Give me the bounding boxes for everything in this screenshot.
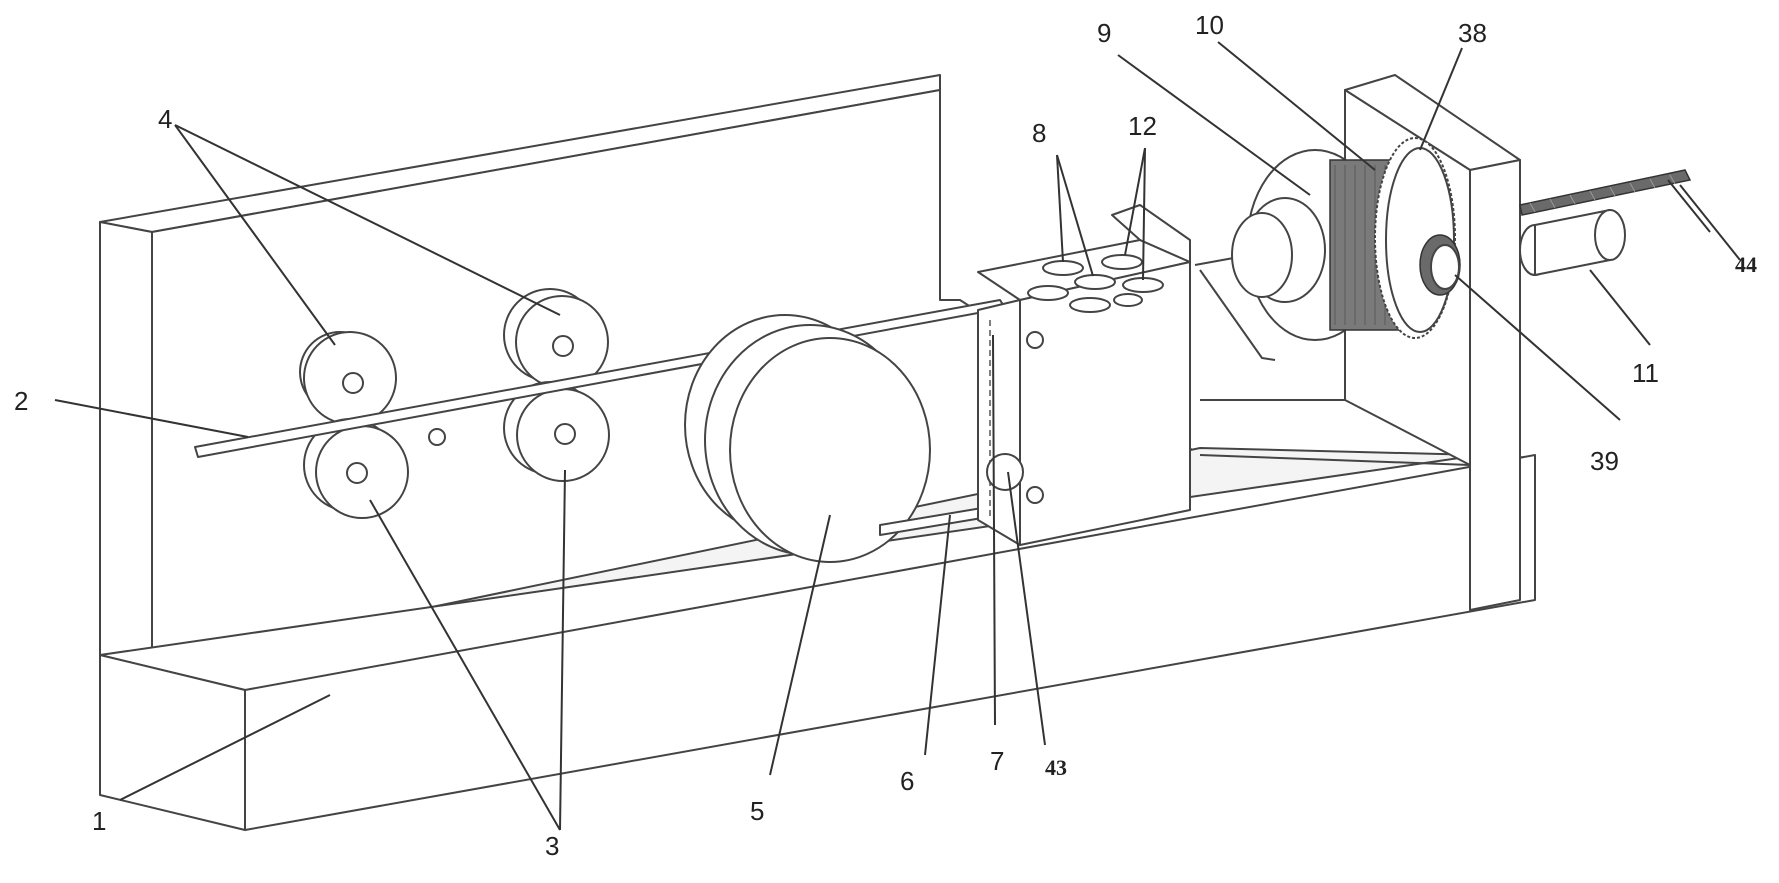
- guide-block: [977, 204, 1191, 546]
- label-7: 7: [990, 746, 1004, 776]
- label-3: 3: [545, 831, 559, 861]
- label-1: 1: [92, 806, 106, 836]
- label-5: 5: [750, 796, 764, 826]
- label-44: 44: [1735, 252, 1757, 277]
- label-12: 12: [1128, 111, 1157, 141]
- label-9: 9: [1097, 18, 1111, 48]
- label-38: 38: [1458, 18, 1487, 48]
- label-43: 43: [1045, 755, 1067, 780]
- label-4: 4: [158, 104, 172, 134]
- upper-roller-left: [299, 331, 397, 425]
- rollers: [299, 288, 610, 519]
- leader-lines: [54, 41, 1741, 831]
- label-8: 8: [1032, 118, 1046, 148]
- lower-roller-left: [303, 418, 409, 519]
- motor-screw: [1519, 169, 1692, 276]
- label-11: 11: [1632, 358, 1659, 388]
- label-39: 39: [1590, 446, 1619, 476]
- label-10: 10: [1195, 10, 1224, 40]
- part-labels: 1 2 3 4 5 6 7 8 9 10 11 12 38 39 43 44: [14, 10, 1757, 861]
- label-2: 2: [14, 386, 28, 416]
- spool-assembly: [1194, 137, 1461, 361]
- label-6: 6: [900, 766, 914, 796]
- lower-roller-right: [503, 381, 610, 482]
- large-drum: [684, 314, 931, 563]
